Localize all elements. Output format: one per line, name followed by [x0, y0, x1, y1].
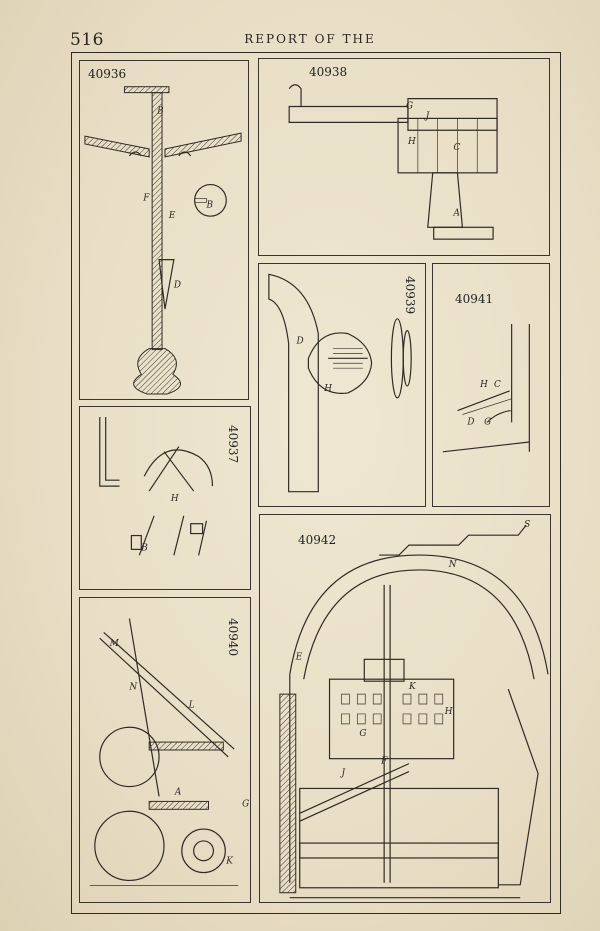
label-k: K — [408, 682, 417, 692]
label-a: A — [174, 787, 181, 797]
label-k: K — [225, 857, 234, 867]
label-h: H — [170, 494, 179, 504]
label-e: E — [168, 211, 176, 221]
figure-number: 40942 — [298, 533, 337, 547]
label-h: H — [407, 137, 416, 147]
label-h: H — [323, 384, 332, 394]
running-head: REPORT OF THE — [244, 32, 376, 46]
figure-40937-drawing: H B — [99, 416, 214, 556]
figure-40936-drawing: B F E B D — [84, 86, 242, 395]
figure-40938: 40938 G J H C A — [258, 58, 550, 256]
label-f: F — [142, 193, 150, 203]
label-g: G — [406, 101, 413, 111]
figure-40942: 40942 S N E K H G J F — [259, 514, 551, 903]
figure-40942-drawing: S N E K H G J F — [279, 520, 549, 899]
label-g: G — [359, 729, 366, 739]
label-h: H — [444, 707, 453, 717]
figure-number: 40941 — [455, 292, 494, 306]
label-s: S — [524, 520, 530, 530]
label-g: G — [242, 799, 249, 809]
figure-40939-drawing: D H — [268, 273, 412, 493]
label-a: A — [452, 208, 459, 218]
figure-number: 40938 — [309, 65, 348, 79]
label-b: B — [156, 106, 164, 116]
label-b2: B — [205, 200, 213, 210]
figure-number: 40936 — [88, 67, 127, 81]
figure-40941-drawing: C H D G — [442, 324, 530, 453]
figure-40941: 40941 C H D G — [432, 263, 550, 507]
plate-frame — [71, 52, 561, 914]
label-h: H — [479, 380, 488, 390]
figure-40937: 40937 H B — [79, 406, 251, 590]
label-j: J — [424, 111, 430, 121]
label-l: L — [188, 701, 195, 711]
page-number: 516 — [70, 30, 104, 50]
label-f: F — [380, 757, 388, 767]
label-j: J — [339, 769, 345, 779]
label-c: C — [494, 380, 501, 390]
label-d: D — [296, 337, 304, 347]
label-c: C — [453, 143, 460, 153]
label-n: N — [128, 683, 138, 693]
page-header: 516 REPORT OF THE — [0, 28, 600, 52]
label-b: B — [140, 543, 148, 553]
label-n: N — [448, 560, 458, 570]
label-d: D — [466, 417, 474, 427]
label-m: M — [109, 639, 120, 649]
figure-40936: 40936 B F E B D — [79, 60, 249, 400]
figure-40940-drawing: M N L A G K — [89, 618, 249, 886]
label-g: G — [484, 417, 491, 427]
figure-40938-drawing: G J H C A — [288, 84, 498, 240]
figure-40940: 40940 M N L A G K — [79, 597, 251, 903]
label-d: D — [173, 280, 181, 290]
figure-40939: 40939 D H — [258, 263, 426, 507]
label-e: E — [295, 652, 303, 662]
